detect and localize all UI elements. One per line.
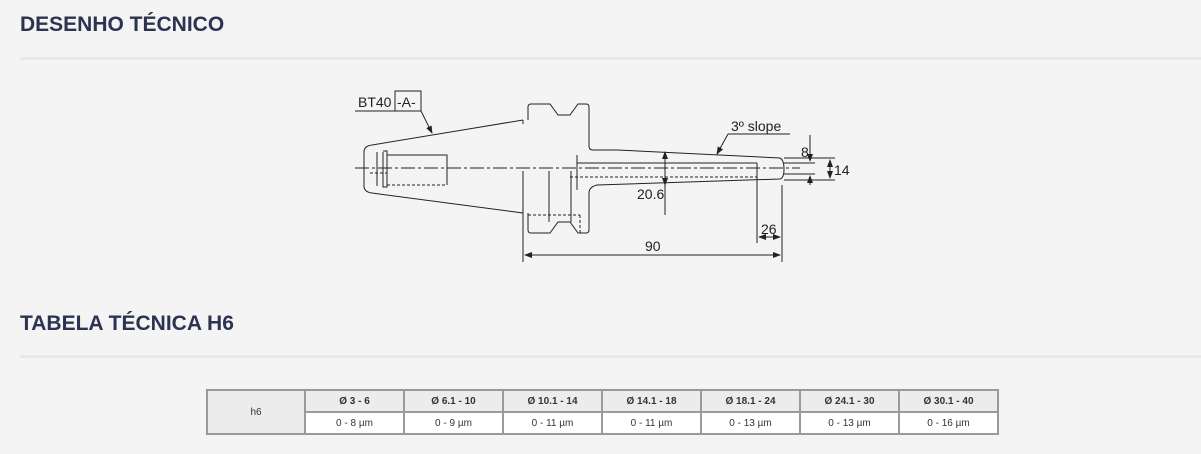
header-cell: Ø 24.1 - 30 bbox=[799, 389, 900, 413]
row-label: h6 bbox=[206, 389, 306, 435]
header-cell: Ø 14.1 - 18 bbox=[601, 389, 702, 413]
technical-drawing: BT40 -A- 3º slope 90 26 20.6 8 14 bbox=[355, 90, 850, 262]
dim-large: 14 bbox=[834, 162, 850, 178]
value-cell: 0 - 16 µm bbox=[898, 411, 999, 435]
dim-tip: 26 bbox=[761, 221, 777, 237]
table-row: 0 - 8 µm 0 - 9 µm 0 - 11 µm 0 - 11 µm 0 … bbox=[207, 411, 999, 435]
header-cell: Ø 18.1 - 24 bbox=[700, 389, 801, 413]
divider bbox=[20, 355, 1201, 358]
dim-diameter: 20.6 bbox=[637, 186, 664, 202]
header-cell: Ø 6.1 - 10 bbox=[403, 389, 504, 413]
header-cell: Ø 10.1 - 14 bbox=[502, 389, 603, 413]
divider bbox=[20, 57, 1201, 60]
value-cell: 0 - 11 µm bbox=[601, 411, 702, 435]
value-cell: 0 - 11 µm bbox=[502, 411, 603, 435]
value-cell: 0 - 8 µm bbox=[304, 411, 405, 435]
tool-holder-outline bbox=[355, 103, 835, 243]
value-cell: 0 - 13 µm bbox=[700, 411, 801, 435]
drawing-section-title: DESENHO TÉCNICO bbox=[20, 13, 225, 36]
dim-length: 90 bbox=[645, 238, 661, 254]
header-cell: Ø 3 - 6 bbox=[304, 389, 405, 413]
table-header-row: h6 Ø 3 - 6 Ø 6.1 - 10 Ø 10.1 - 14 Ø 14.1… bbox=[206, 389, 999, 435]
model-label: BT40 bbox=[358, 94, 392, 110]
dim-small: 8 bbox=[801, 144, 809, 160]
value-cell: 0 - 9 µm bbox=[403, 411, 504, 435]
header-cell: Ø 30.1 - 40 bbox=[898, 389, 999, 413]
type-label: -A- bbox=[397, 94, 416, 110]
tolerance-table: h6 Ø 3 - 6 Ø 6.1 - 10 Ø 10.1 - 14 Ø 14.1… bbox=[206, 389, 999, 435]
slope-label: 3º slope bbox=[731, 118, 781, 134]
table-section-title: TABELA TÉCNICA H6 bbox=[20, 312, 234, 335]
value-cell: 0 - 13 µm bbox=[799, 411, 900, 435]
dimension-lines bbox=[355, 90, 833, 262]
